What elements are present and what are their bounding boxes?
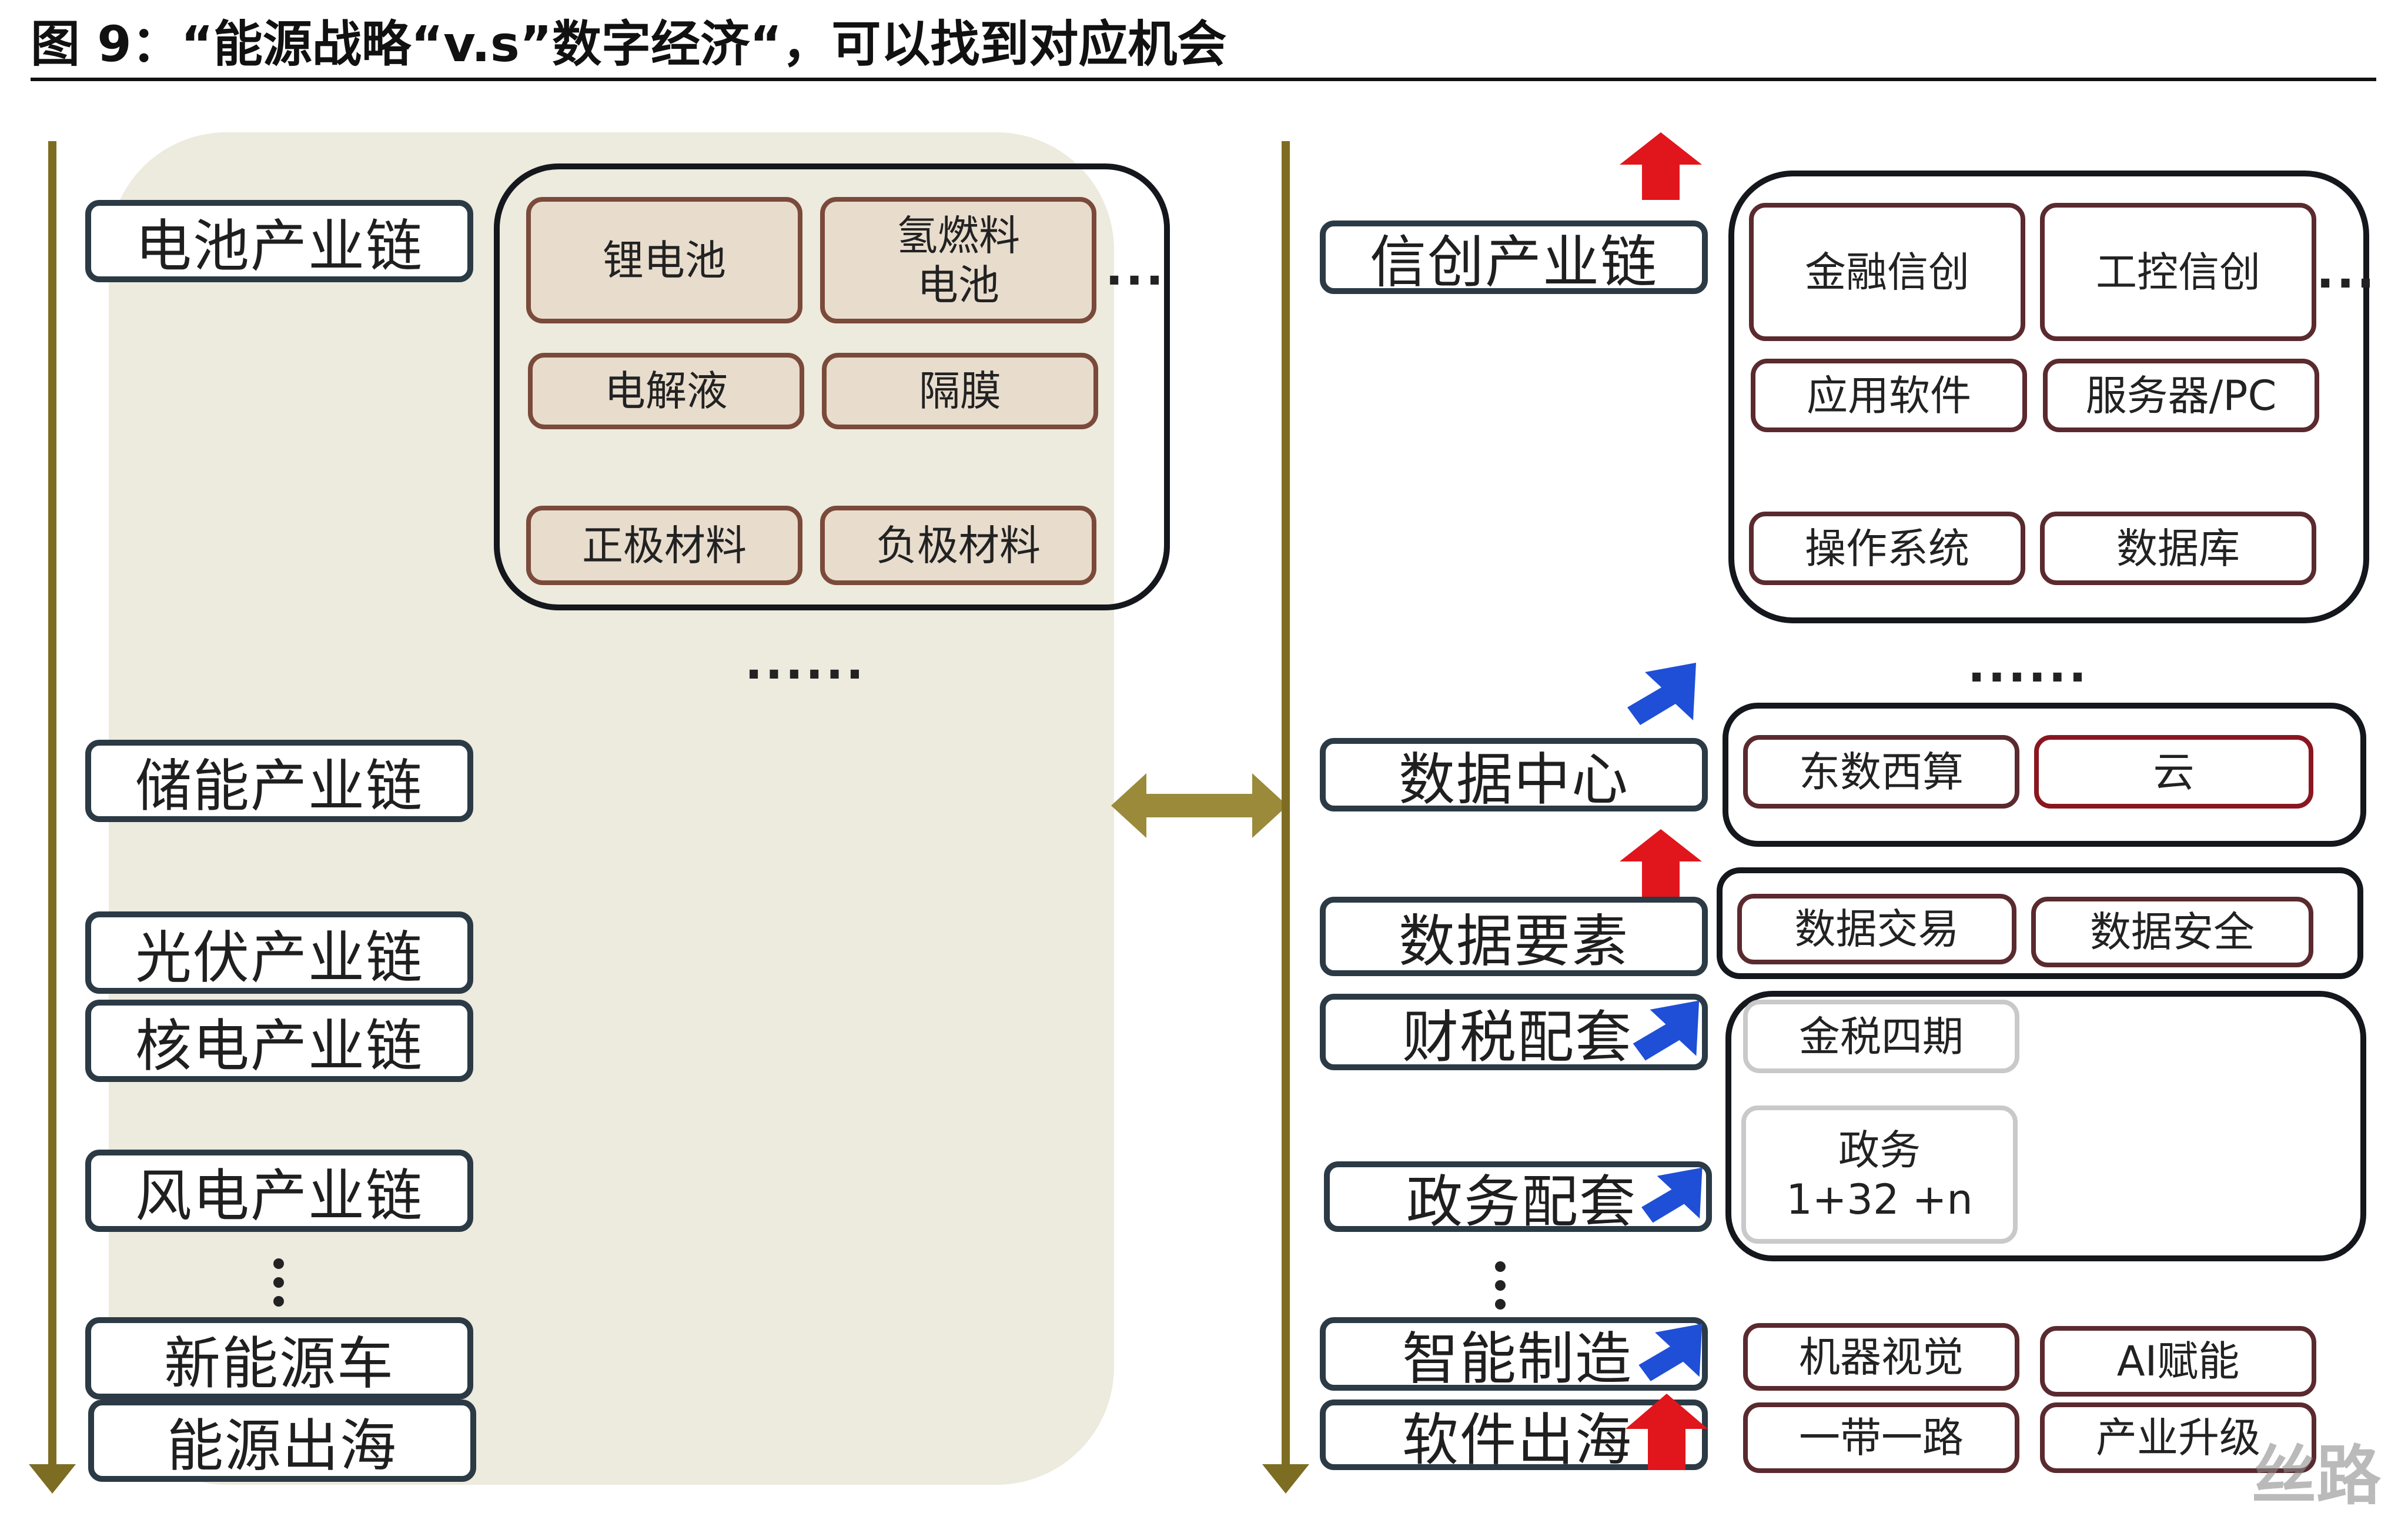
left-axis-arrowhead [29,1464,76,1494]
cell-data-security: 数据安全 [2031,897,2313,967]
chain-smart-manufacturing: 智能制造 [1320,1317,1708,1392]
cell-data-trading: 数据交易 [1737,894,2016,964]
up-arrow-icon-xinchuang [1620,132,1702,200]
cell-lithium-battery: 锂电池 [526,197,802,323]
cell-government-1-32-n: 政务 1+32 +n [1741,1105,2018,1244]
chain-fiscal: 财税配套 [1320,994,1708,1070]
left-vertical-ellipsis [272,1258,286,1315]
battery-below-ellipsis: ...... [744,635,867,690]
watermark-text: 丝路 [2252,1438,2381,1514]
diagonal-arrow-icon-fiscal [1633,1000,1700,1061]
cell-ai-empowerment: AI赋能 [2040,1326,2316,1397]
chain-pv: 光伏产业链 [85,911,473,994]
chain-storage: 储能产业链 [85,740,473,822]
title-underline [31,78,2376,81]
diagonal-arrow-icon-government [1641,1167,1703,1223]
chain-xinchuang: 信创产业链 [1320,221,1708,295]
cell-financial-xinchuang: 金融信创 [1749,203,2025,341]
chain-nuclear: 核电产业链 [85,1000,473,1082]
up-arrow-icon-data-element [1620,829,1702,897]
bidirectional-arrow-icon [1111,773,1287,838]
right-vertical-ellipsis [1493,1261,1507,1318]
battery-component-group [494,163,1170,610]
chain-software-overseas: 软件出海 [1320,1400,1708,1473]
chain-battery: 电池产业链 [85,200,473,282]
diagonal-arrow-icon-data-center [1627,663,1696,725]
cell-electrolyte: 电解液 [528,353,804,429]
diagonal-arrow-icon-smart-manufacturing [1638,1324,1703,1381]
datacenter-component-group [1723,703,2366,847]
cell-industrial-xinchuang: 工控信创 [2040,203,2316,341]
cell-cloud: 云 [2034,735,2313,809]
cell-belt-and-road: 一带一路 [1743,1402,2019,1473]
cell-separator: 隔膜 [822,353,1098,429]
cell-os: 操作系统 [1749,512,2025,585]
chain-nev: 新能源车 [85,1317,473,1400]
chain-data-element: 数据要素 [1320,897,1708,976]
cell-cathode: 正极材料 [526,506,802,585]
battery-more-ellipsis: ... [1105,241,1166,296]
chain-data-center: 数据中心 [1320,738,1708,813]
cell-golden-tax-4: 金税四期 [1743,1000,2019,1073]
cell-anode: 负极材料 [820,506,1096,585]
right-axis-arrowhead [1262,1464,1309,1494]
left-axis-line [48,141,56,1470]
xinchuang-component-group [1728,171,2369,623]
up-arrow-icon-software-overseas [1626,1394,1708,1470]
chain-government: 政务配套 [1324,1161,1712,1235]
right-axis-line [1282,141,1290,1470]
cell-app-software: 应用软件 [1751,359,2027,432]
xinchuang-below-ellipsis: ...... [1967,638,2089,693]
dataelement-component-group [1717,867,2363,979]
xinchuang-more-ellipsis: ... [2316,244,2377,299]
fiscal-government-component-group [1725,991,2366,1261]
cell-hydrogen-battery: 氢燃料 电池 [820,197,1096,323]
chain-wind: 风电产业链 [85,1150,473,1232]
cell-database: 数据库 [2040,512,2316,585]
cell-industrial-upgrade: 产业升级 [2040,1402,2316,1473]
cell-server-pc: 服务器/PC [2043,359,2319,432]
cell-machine-vision: 机器视觉 [1743,1323,2019,1391]
chain-energy-overseas: 能源出海 [88,1400,476,1482]
figure-title: 图 9：“能源战略“v.s”数字经济“，可以找到对应机会 [31,15,1227,73]
cell-east-data-west-compute: 东数西算 [1743,735,2019,809]
